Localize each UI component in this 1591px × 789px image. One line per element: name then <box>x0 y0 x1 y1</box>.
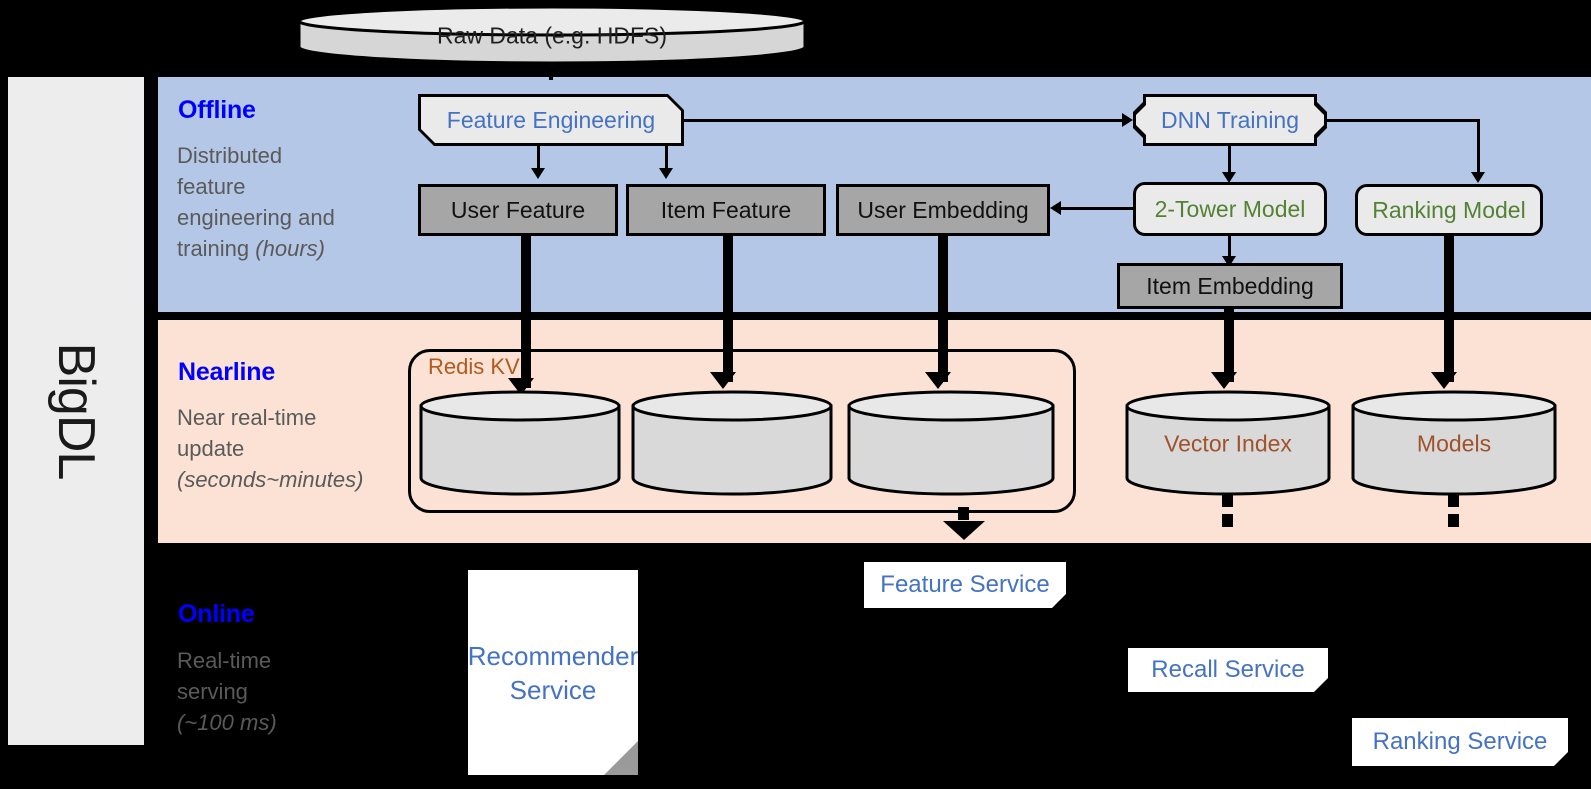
funnel-redis-featureservice <box>943 521 985 540</box>
feature-service-doc[interactable]: Feature Service <box>864 562 1066 608</box>
feature-engineering-label: Feature Engineering <box>446 106 656 133</box>
ranking-service-doc[interactable]: Ranking Service <box>1352 718 1568 766</box>
dash-redis-featureservice <box>958 507 969 520</box>
stage-desc-nearline: Near real-time update (seconds~minutes) <box>177 402 392 495</box>
arrowhead-pipe-user-embedding <box>925 372 951 389</box>
bigdl-label: BigDL <box>47 342 105 480</box>
arrowhead-twotower-userembedding <box>1050 201 1061 215</box>
ranking-service-label: Ranking Service <box>1372 728 1548 755</box>
arrowhead-fe-userfeature <box>531 168 545 179</box>
recall-service-doc[interactable]: Recall Service <box>1128 648 1328 692</box>
edge-fe-itemfeature <box>665 146 668 172</box>
stage-title-online: Online <box>178 600 255 628</box>
pipe-user-feature <box>521 236 531 388</box>
item-feature-box[interactable]: Item Feature <box>626 184 826 236</box>
user-feature-store-cylinder[interactable] <box>418 389 622 496</box>
stage-title-nearline: Nearline <box>178 358 276 386</box>
arrowhead-fe-dnn <box>1122 113 1133 127</box>
stage-title-offline: Offline <box>178 96 256 124</box>
redis-kv-label: Redis KV <box>428 354 520 379</box>
recommender-service-doc[interactable]: Recommender Service <box>468 570 638 775</box>
offline-desc-line-3: engineering and <box>177 205 335 230</box>
redis-kv-container <box>408 349 1076 513</box>
user-embedding-store-cylinder[interactable] <box>846 389 1056 496</box>
edge-dnn-twotower <box>1228 146 1231 178</box>
two-tower-model-box[interactable]: 2-Tower Model <box>1133 182 1327 236</box>
arrowhead-pipe-item-feature <box>710 372 736 389</box>
recommender-service-label-line1: Recommender <box>467 640 639 671</box>
arrowhead-pipe-item-embedding <box>1211 372 1237 389</box>
user-embedding-label: User Embedding <box>857 196 1029 223</box>
vector-index-cylinder[interactable]: Vector Index <box>1124 389 1332 496</box>
recommender-service-label-line2: Service <box>509 674 597 705</box>
user-feature-box[interactable]: User Feature <box>418 184 618 236</box>
pipe-item-feature <box>723 236 733 382</box>
raw-data-cylinder: Raw Data (e.g. HDFS) <box>296 4 808 65</box>
feature-engineering-box[interactable]: Feature Engineering <box>418 94 684 146</box>
user-embedding-box[interactable]: User Embedding <box>836 184 1050 236</box>
offline-desc-italic: (hours) <box>255 236 325 261</box>
edge-dnn-ranking-v <box>1477 119 1480 178</box>
dash-models-2 <box>1448 514 1459 527</box>
arrowhead-dnn-ranking <box>1471 172 1485 183</box>
arrowhead-rawdata-fe <box>538 62 564 79</box>
edge-fe-userfeature <box>537 146 540 172</box>
dnn-training-box[interactable]: DNN Training <box>1133 94 1327 146</box>
item-feature-label: Item Feature <box>660 196 792 223</box>
page-fold-icon <box>1052 594 1066 608</box>
edge-fe-dnn <box>684 119 1122 122</box>
pipe-ranking-model <box>1444 236 1454 382</box>
online-desc-line-2: serving <box>177 679 248 704</box>
offline-desc-line-2: feature <box>177 174 246 199</box>
page-fold-icon <box>604 741 638 775</box>
nearline-desc-italic: (seconds~minutes) <box>177 467 364 492</box>
item-feature-store-cylinder[interactable] <box>630 389 834 496</box>
offline-desc-line-1: Distributed <box>177 143 283 168</box>
page-fold-icon <box>1314 678 1328 692</box>
arrowhead-twotower-itemembedding <box>1222 256 1236 267</box>
arrowhead-pipe-ranking-model <box>1431 372 1457 389</box>
arrowhead-dnn-twotower <box>1222 172 1236 183</box>
online-desc-italic: (~100 ms) <box>177 710 277 735</box>
dash-vectorindex-1 <box>1222 494 1233 507</box>
item-embedding-label: Item Embedding <box>1146 272 1314 299</box>
edge-dnn-ranking-h <box>1327 119 1480 122</box>
item-embedding-box[interactable]: Item Embedding <box>1117 263 1343 309</box>
ranking-model-label: Ranking Model <box>1372 196 1526 223</box>
arrowhead-fe-itemfeature <box>659 168 673 179</box>
user-feature-label: User Feature <box>450 196 586 223</box>
dash-vectorindex-2 <box>1222 514 1233 527</box>
nearline-desc-line-1: Near real-time <box>177 405 317 430</box>
edge-twotower-userembedding <box>1060 207 1135 210</box>
online-desc-line-1: Real-time <box>177 648 272 673</box>
models-cylinder[interactable]: Models <box>1350 389 1558 496</box>
bigdl-rail: BigDL <box>8 77 144 745</box>
stage-desc-offline: Distributed feature engineering and trai… <box>177 140 392 264</box>
page-fold-icon <box>1554 752 1568 766</box>
nearline-desc-line-2: update <box>177 436 245 461</box>
dash-models-1 <box>1448 494 1459 507</box>
stage-desc-online: Real-time serving (~100 ms) <box>177 645 392 738</box>
recall-service-label: Recall Service <box>1151 656 1305 683</box>
pipe-user-embedding <box>938 236 948 382</box>
pipe-item-embedding <box>1224 309 1234 382</box>
edge-twotower-itemembedding <box>1228 236 1231 262</box>
dnn-training-label: DNN Training <box>1160 106 1300 133</box>
two-tower-model-label: 2-Tower Model <box>1154 195 1306 222</box>
offline-desc-line-4: training <box>177 236 256 261</box>
ranking-model-box[interactable]: Ranking Model <box>1355 184 1543 236</box>
feature-service-label: Feature Service <box>880 571 1050 598</box>
